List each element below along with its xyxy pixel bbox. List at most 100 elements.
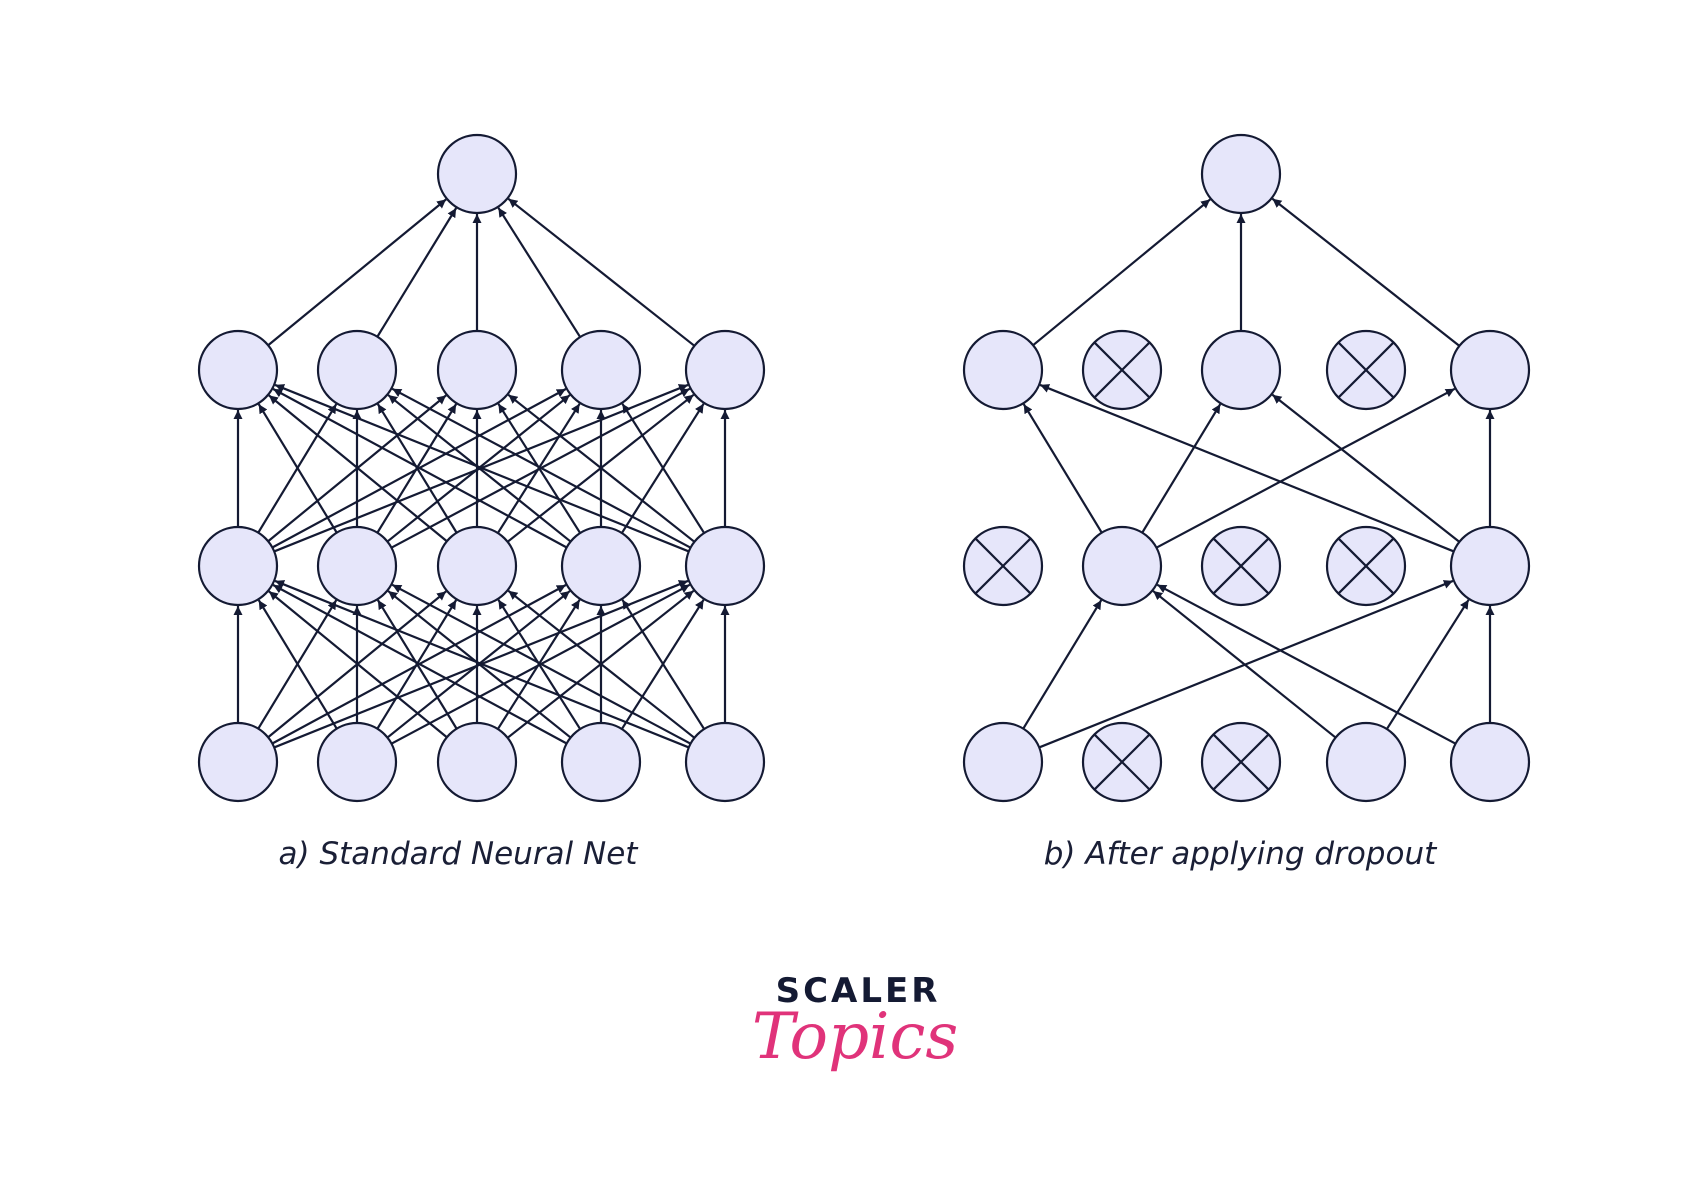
connection-arrow (507, 393, 696, 543)
connection-arrow (1038, 579, 1454, 749)
neuron-circle (316, 525, 398, 607)
neuron (436, 133, 518, 215)
connection-arrow (1271, 197, 1461, 347)
standard-network (197, 133, 766, 803)
dropped-neuron (962, 525, 1044, 607)
neuron (436, 721, 518, 803)
connection-arrow (1155, 387, 1456, 549)
connection-arrow (1156, 583, 1457, 745)
dropout-cross-icon (1093, 341, 1151, 399)
connection-arrow (507, 589, 696, 739)
neuron-circle (316, 329, 398, 411)
neuron-circle (436, 721, 518, 803)
neuron-circle (1449, 721, 1531, 803)
neuron-circle (436, 133, 518, 215)
connection-arrow (274, 579, 690, 749)
connection-arrow (268, 394, 448, 543)
connection-arrow (1152, 590, 1337, 739)
connection-arrow (267, 198, 447, 347)
neuron (197, 721, 279, 803)
connection-arrow (1032, 198, 1211, 347)
dropout-cross-icon (1212, 733, 1270, 791)
neuron (962, 329, 1044, 411)
connection-arrow (257, 599, 338, 730)
neuron-circle (962, 329, 1044, 411)
connection-arrow (1141, 403, 1222, 534)
neuron (1200, 329, 1282, 411)
neuron (1449, 525, 1531, 607)
dropout-network (962, 133, 1531, 803)
neuron-circle (962, 721, 1044, 803)
neuron-circle (1449, 525, 1531, 607)
standard-network-edges (233, 197, 730, 749)
neuron (560, 721, 642, 803)
neuron-circle (560, 329, 642, 411)
connection-arrow (376, 599, 458, 730)
neuron-circle (197, 329, 279, 411)
neuron (1325, 721, 1407, 803)
neuron-circle (684, 525, 766, 607)
neuron (436, 525, 518, 607)
connection-arrow (621, 403, 706, 534)
connection-arrow (391, 387, 692, 549)
connection-arrow (1022, 599, 1103, 730)
neuron-circle (1325, 721, 1407, 803)
dropped-neuron (1325, 329, 1407, 411)
neuron (436, 329, 518, 411)
caption-standard-net: a) Standard Neural Net (279, 836, 640, 872)
dropped-neuron (1081, 721, 1163, 803)
dropped-neuron (1325, 525, 1407, 607)
neuron-circle (684, 329, 766, 411)
neuron-circle (1449, 329, 1531, 411)
neuron (1200, 133, 1282, 215)
connection-arrow (268, 590, 448, 739)
connection-arrow (1039, 383, 1455, 553)
neuron-circle (436, 329, 518, 411)
neuron (197, 329, 279, 411)
connection-arrow (272, 388, 568, 549)
neuron (316, 525, 398, 607)
dropout-cross-icon (1337, 341, 1395, 399)
connection-arrow (621, 599, 706, 730)
neuron-circle (560, 525, 642, 607)
connection-arrow (1271, 393, 1461, 543)
neuron-circle (560, 721, 642, 803)
standard-network-nodes (197, 133, 766, 803)
neuron (1081, 525, 1163, 607)
neuron-circle (197, 525, 279, 607)
neuron (684, 525, 766, 607)
neuron (1449, 329, 1531, 411)
neuron (197, 525, 279, 607)
neuron-circle (1200, 329, 1282, 411)
neuron (962, 721, 1044, 803)
neuron-circle (436, 525, 518, 607)
connection-arrow (391, 583, 692, 745)
neuron-circle (316, 721, 398, 803)
connection-arrow (272, 584, 568, 745)
connection-arrow (507, 197, 696, 347)
neuron (560, 525, 642, 607)
connection-arrow (497, 207, 582, 338)
neuron (684, 329, 766, 411)
neuron (316, 329, 398, 411)
neuron (560, 329, 642, 411)
dropout-cross-icon (1093, 733, 1151, 791)
dropout-cross-icon (974, 537, 1032, 595)
neuron-circle (1081, 525, 1163, 607)
scaler-topics-logo: SCALER Topics (752, 971, 958, 1074)
caption-dropout-net: b) After applying dropout (1044, 836, 1438, 872)
dropped-neuron (1081, 329, 1163, 411)
connection-arrow (497, 599, 582, 730)
logo-brand-subtitle: Topics (752, 1000, 958, 1074)
neuron-circle (197, 721, 279, 803)
connection-arrow (257, 403, 338, 534)
connection-arrow (1022, 403, 1103, 534)
dropout-cross-icon (1212, 537, 1270, 595)
dropped-neuron (1200, 721, 1282, 803)
dropout-network-edges (1022, 197, 1495, 749)
connection-arrow (376, 207, 458, 338)
neuron-circle (684, 721, 766, 803)
connection-arrow (376, 403, 458, 534)
connection-arrow (497, 403, 582, 534)
